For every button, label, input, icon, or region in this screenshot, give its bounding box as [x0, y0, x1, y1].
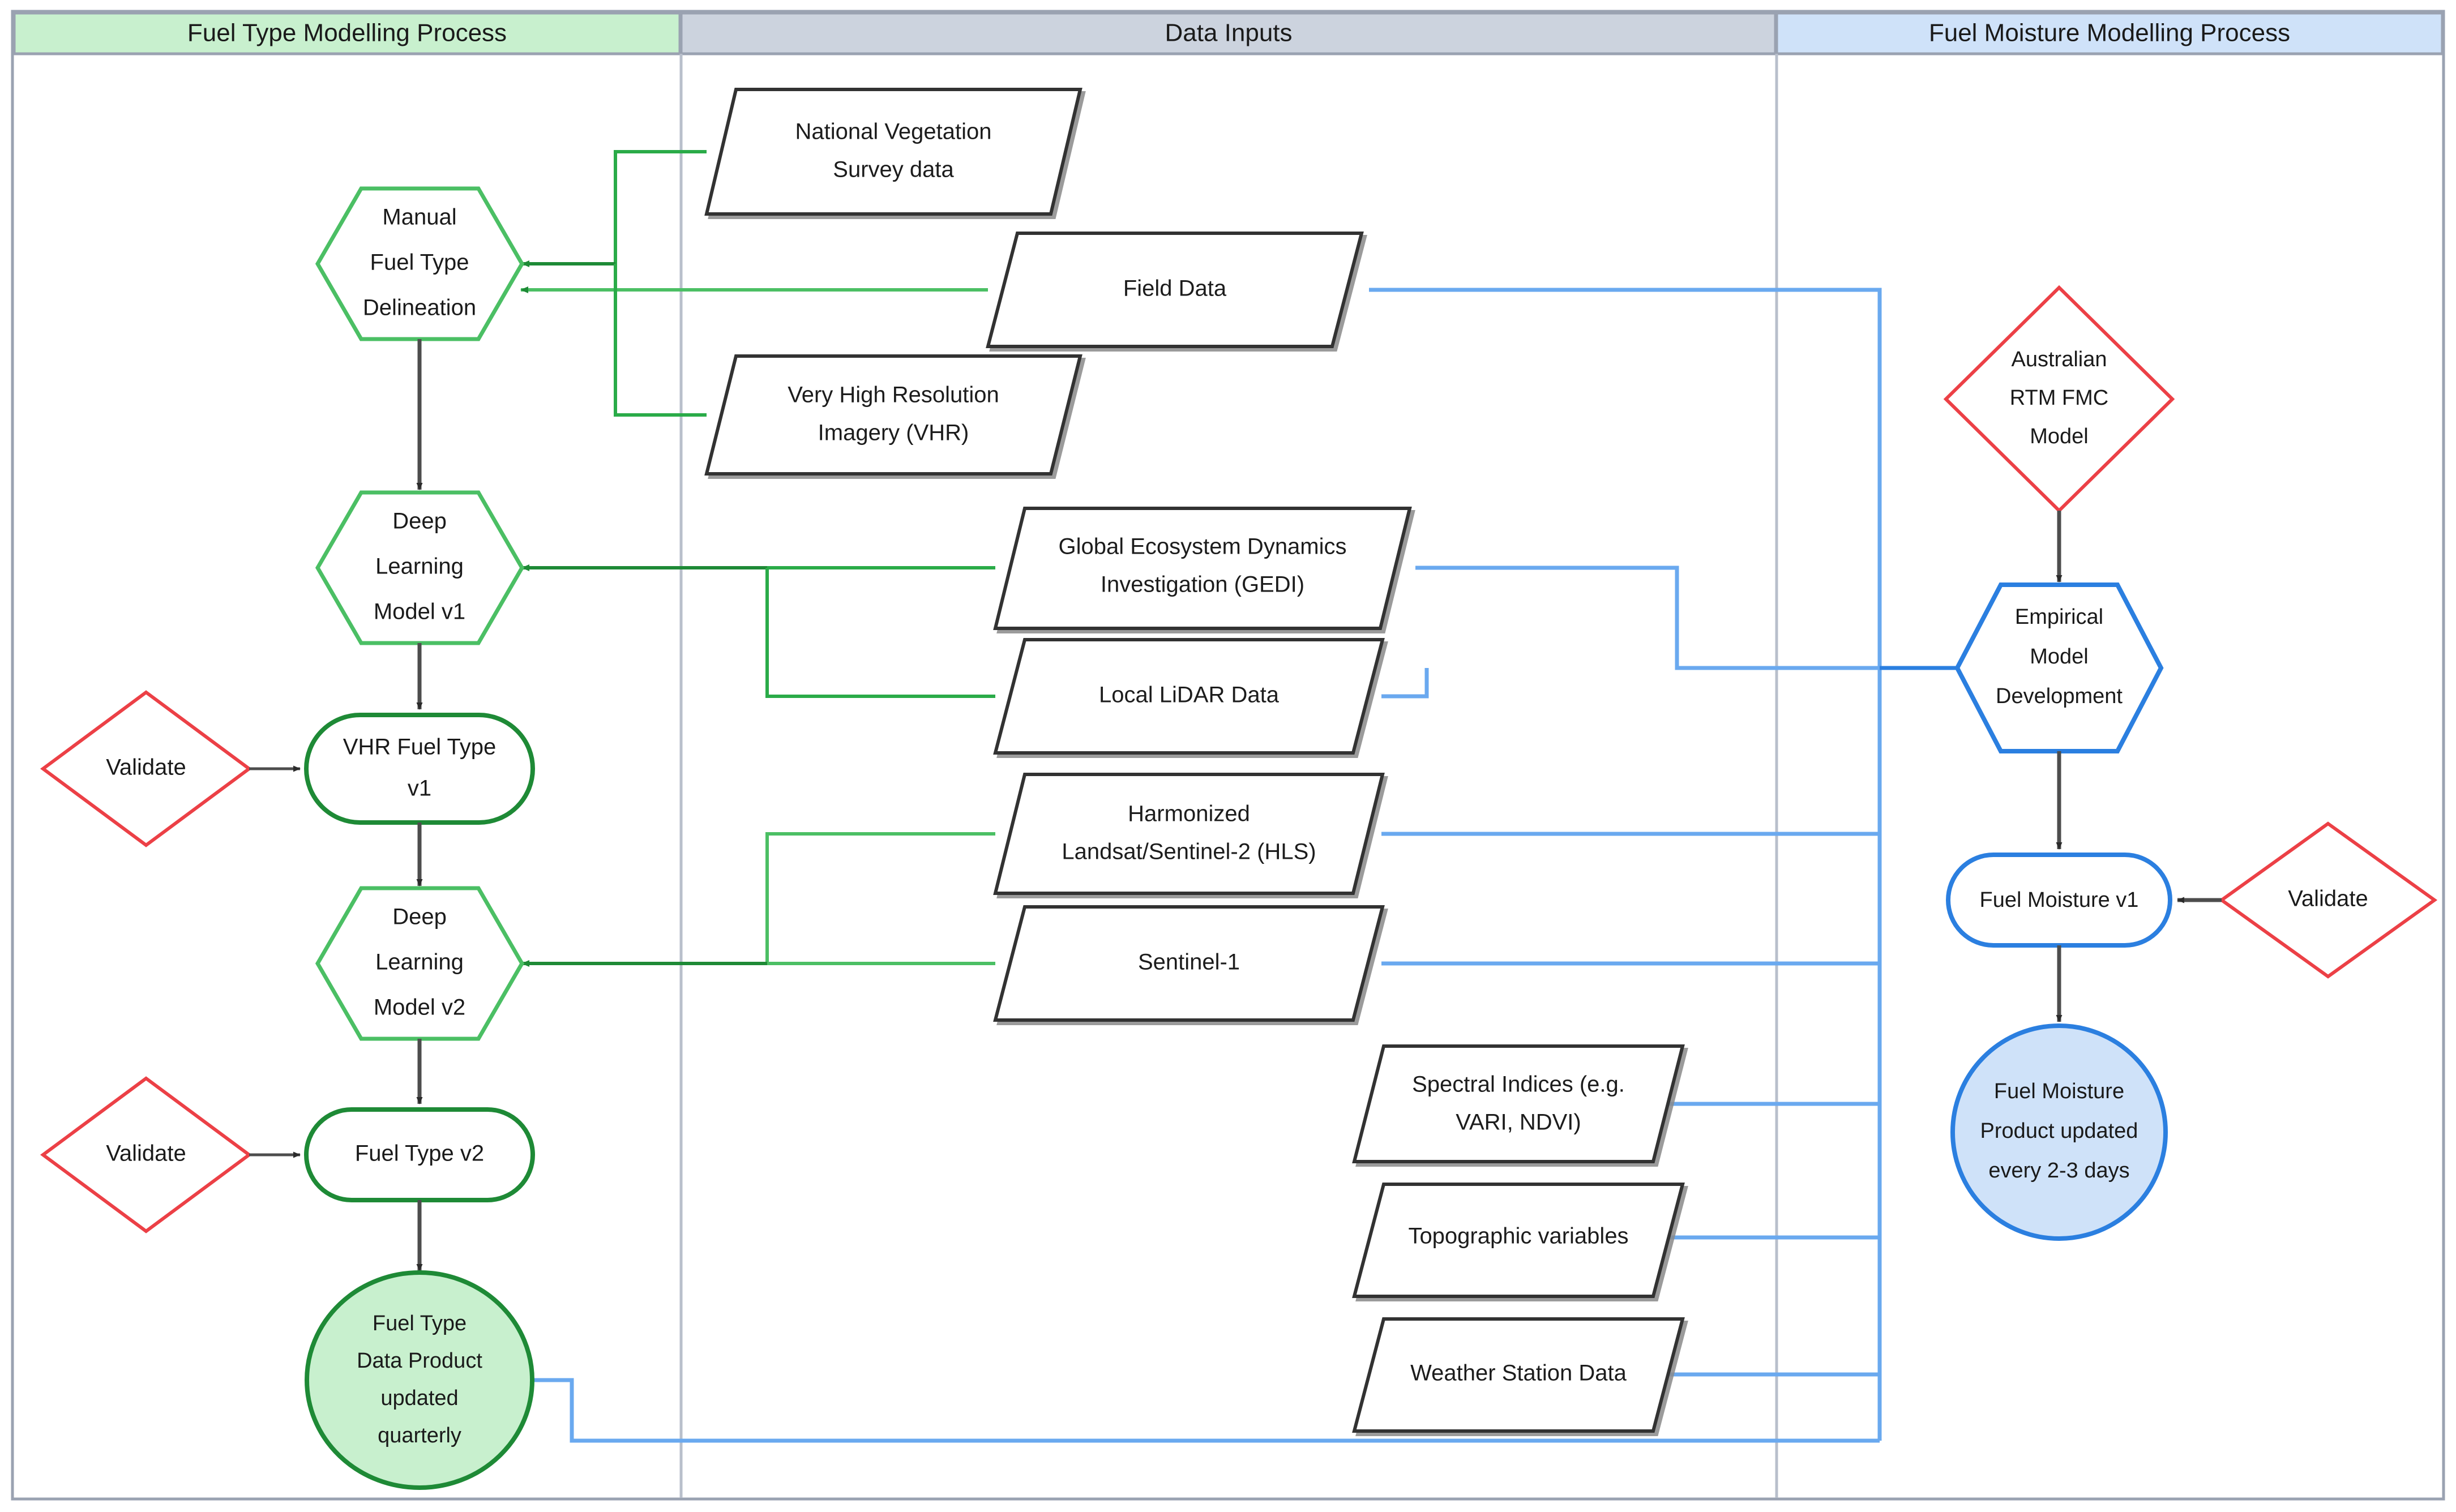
- node-label-line: VARI, NDVI): [1456, 1110, 1581, 1135]
- node-label-line: Validate: [106, 1141, 186, 1166]
- lane-title-fuel-moisture: Fuel Moisture Modelling Process: [1929, 19, 2290, 47]
- node-deep-learning-model-v1[interactable]: Deep Learning Model v1: [315, 490, 525, 645]
- node-weather-station-data[interactable]: Weather Station Data: [1352, 1317, 1685, 1433]
- edge-field-to-empirical: [1369, 288, 1882, 668]
- node-label-line: Data Product: [357, 1349, 482, 1373]
- node-very-high-resolution-imagery[interactable]: Very High Resolution Imagery (VHR): [704, 354, 1082, 476]
- node-local-lidar-data[interactable]: Local LiDAR Data: [993, 638, 1385, 755]
- node-label-line: VHR Fuel Type: [343, 735, 497, 760]
- node-label-line: Fuel Type: [370, 250, 469, 275]
- node-field-data[interactable]: Field Data: [986, 232, 1364, 348]
- node-label-line: Learning: [375, 950, 464, 975]
- lane-title-data-inputs: Data Inputs: [1165, 19, 1292, 47]
- node-validate-fuel-type-v2[interactable]: Validate: [40, 1076, 253, 1233]
- node-label-line: Sentinel-1: [1138, 950, 1240, 975]
- node-label-line: Development: [1996, 684, 2123, 708]
- node-label-line: Australian: [2012, 348, 2107, 371]
- node-label-line: Weather Station Data: [1410, 1361, 1627, 1386]
- node-label-line: Fuel Type: [373, 1312, 467, 1335]
- green-connectors: [520, 150, 995, 967]
- node-label-line: every 2-3 days: [1988, 1159, 2129, 1183]
- edge-nvs-to-manual: [614, 150, 707, 264]
- node-label-line: Topographic variables: [1408, 1224, 1628, 1249]
- node-label-line: Harmonized: [1128, 802, 1250, 826]
- node-deep-learning-model-v2[interactable]: Deep Learning Model v2: [315, 886, 525, 1041]
- node-label-line: Landsat/Sentinel-2 (HLS): [1062, 839, 1316, 864]
- edge-gedi-to-empirical: [1415, 566, 1880, 670]
- lane-header-data-inputs: Data Inputs: [679, 11, 1777, 55]
- node-label-line: Delineation: [363, 295, 476, 320]
- node-topographic-variables[interactable]: Topographic variables: [1352, 1183, 1685, 1298]
- node-label-line: Validate: [106, 755, 186, 780]
- node-label-line: Validate: [2288, 886, 2368, 911]
- node-label-line: Learning: [375, 554, 464, 579]
- node-label-line: Imagery (VHR): [818, 421, 969, 446]
- node-vhr-fuel-type-v1[interactable]: VHR Fuel Type v1: [304, 713, 535, 825]
- node-spectral-indices[interactable]: Spectral Indices (e.g. VARI, NDVI): [1352, 1044, 1685, 1163]
- node-label-line: Spectral Indices (e.g.: [1412, 1072, 1625, 1097]
- node-fuel-moisture-product[interactable]: Fuel Moisture Product updated every 2-3 …: [1950, 1023, 2168, 1241]
- node-label-line: Very High Resolution: [788, 383, 999, 408]
- node-label-line: Model v1: [374, 599, 465, 624]
- lane-header-fuel-moisture: Fuel Moisture Modelling Process: [1775, 11, 2444, 55]
- node-label-line: Deep: [392, 905, 447, 930]
- edge-lidar-to-empirical: [1381, 668, 1429, 699]
- node-label-line: Investigation (GEDI): [1101, 572, 1304, 597]
- lane-header-fuel-type: Fuel Type Modelling Process: [12, 11, 682, 55]
- node-label-line: Manual: [382, 205, 456, 230]
- node-fuel-moisture-v1[interactable]: Fuel Moisture v1: [1946, 853, 2172, 948]
- diagram-frame: [11, 10, 2445, 1501]
- node-harmonized-landsat-sentinel-2[interactable]: Harmonized Landsat/Sentinel-2 (HLS): [993, 773, 1385, 895]
- node-sentinel-1[interactable]: Sentinel-1: [993, 905, 1385, 1022]
- node-label-line: Fuel Moisture: [1994, 1080, 2124, 1103]
- node-label-line: Fuel Moisture v1: [1980, 888, 2139, 912]
- node-label-line: Survey data: [833, 157, 954, 182]
- node-national-vegetation-survey-data[interactable]: National Vegetation Survey data: [704, 88, 1082, 216]
- edge-vhr-to-manual: [614, 264, 707, 417]
- node-label-line: Field Data: [1123, 276, 1227, 301]
- node-fuel-type-data-product[interactable]: Fuel Type Data Product updated quarterly: [305, 1270, 534, 1490]
- lane-title-fuel-type: Fuel Type Modelling Process: [187, 19, 507, 47]
- edge-hls-to-dl2: [765, 832, 995, 963]
- node-gedi[interactable]: Global Ecosystem Dynamics Investigation …: [993, 507, 1412, 630]
- node-australian-rtm-fmc-model[interactable]: Australian RTM FMC Model: [1943, 285, 2175, 513]
- node-empirical-model-development[interactable]: Empirical Model Development: [1954, 582, 2164, 753]
- node-label-line: Global Ecosystem Dynamics: [1058, 534, 1346, 559]
- node-fuel-type-v2[interactable]: Fuel Type v2: [304, 1107, 535, 1202]
- node-label-line: Product updated: [1980, 1119, 2138, 1143]
- edge-lidar-to-dl1: [765, 568, 995, 698]
- node-label-line: Model: [2030, 425, 2089, 448]
- node-label-line: quarterly: [378, 1424, 461, 1447]
- node-manual-fuel-type-delineation[interactable]: Manual Fuel Type Delineation: [315, 186, 525, 341]
- node-label-line: updated: [380, 1386, 458, 1410]
- node-label-line: v1: [408, 776, 431, 801]
- node-label-line: Empirical: [2015, 605, 2103, 629]
- node-validate-vhr-fuel-type-v1[interactable]: Validate: [40, 690, 253, 847]
- node-label-line: Deep: [392, 509, 447, 534]
- node-label-line: Local LiDAR Data: [1099, 683, 1280, 708]
- node-label-line: Model v2: [374, 995, 465, 1020]
- edge-fuel-type-product-to-bus: [532, 1378, 1880, 1443]
- blue-connectors: [532, 288, 1882, 1443]
- node-validate-fuel-moisture-v1[interactable]: Validate: [2218, 821, 2438, 979]
- node-label-line: RTM FMC: [2010, 386, 2109, 410]
- node-label-line: Model: [2030, 645, 2089, 669]
- node-label-line: National Vegetation: [795, 119, 992, 144]
- node-label-line: Fuel Type v2: [355, 1141, 484, 1166]
